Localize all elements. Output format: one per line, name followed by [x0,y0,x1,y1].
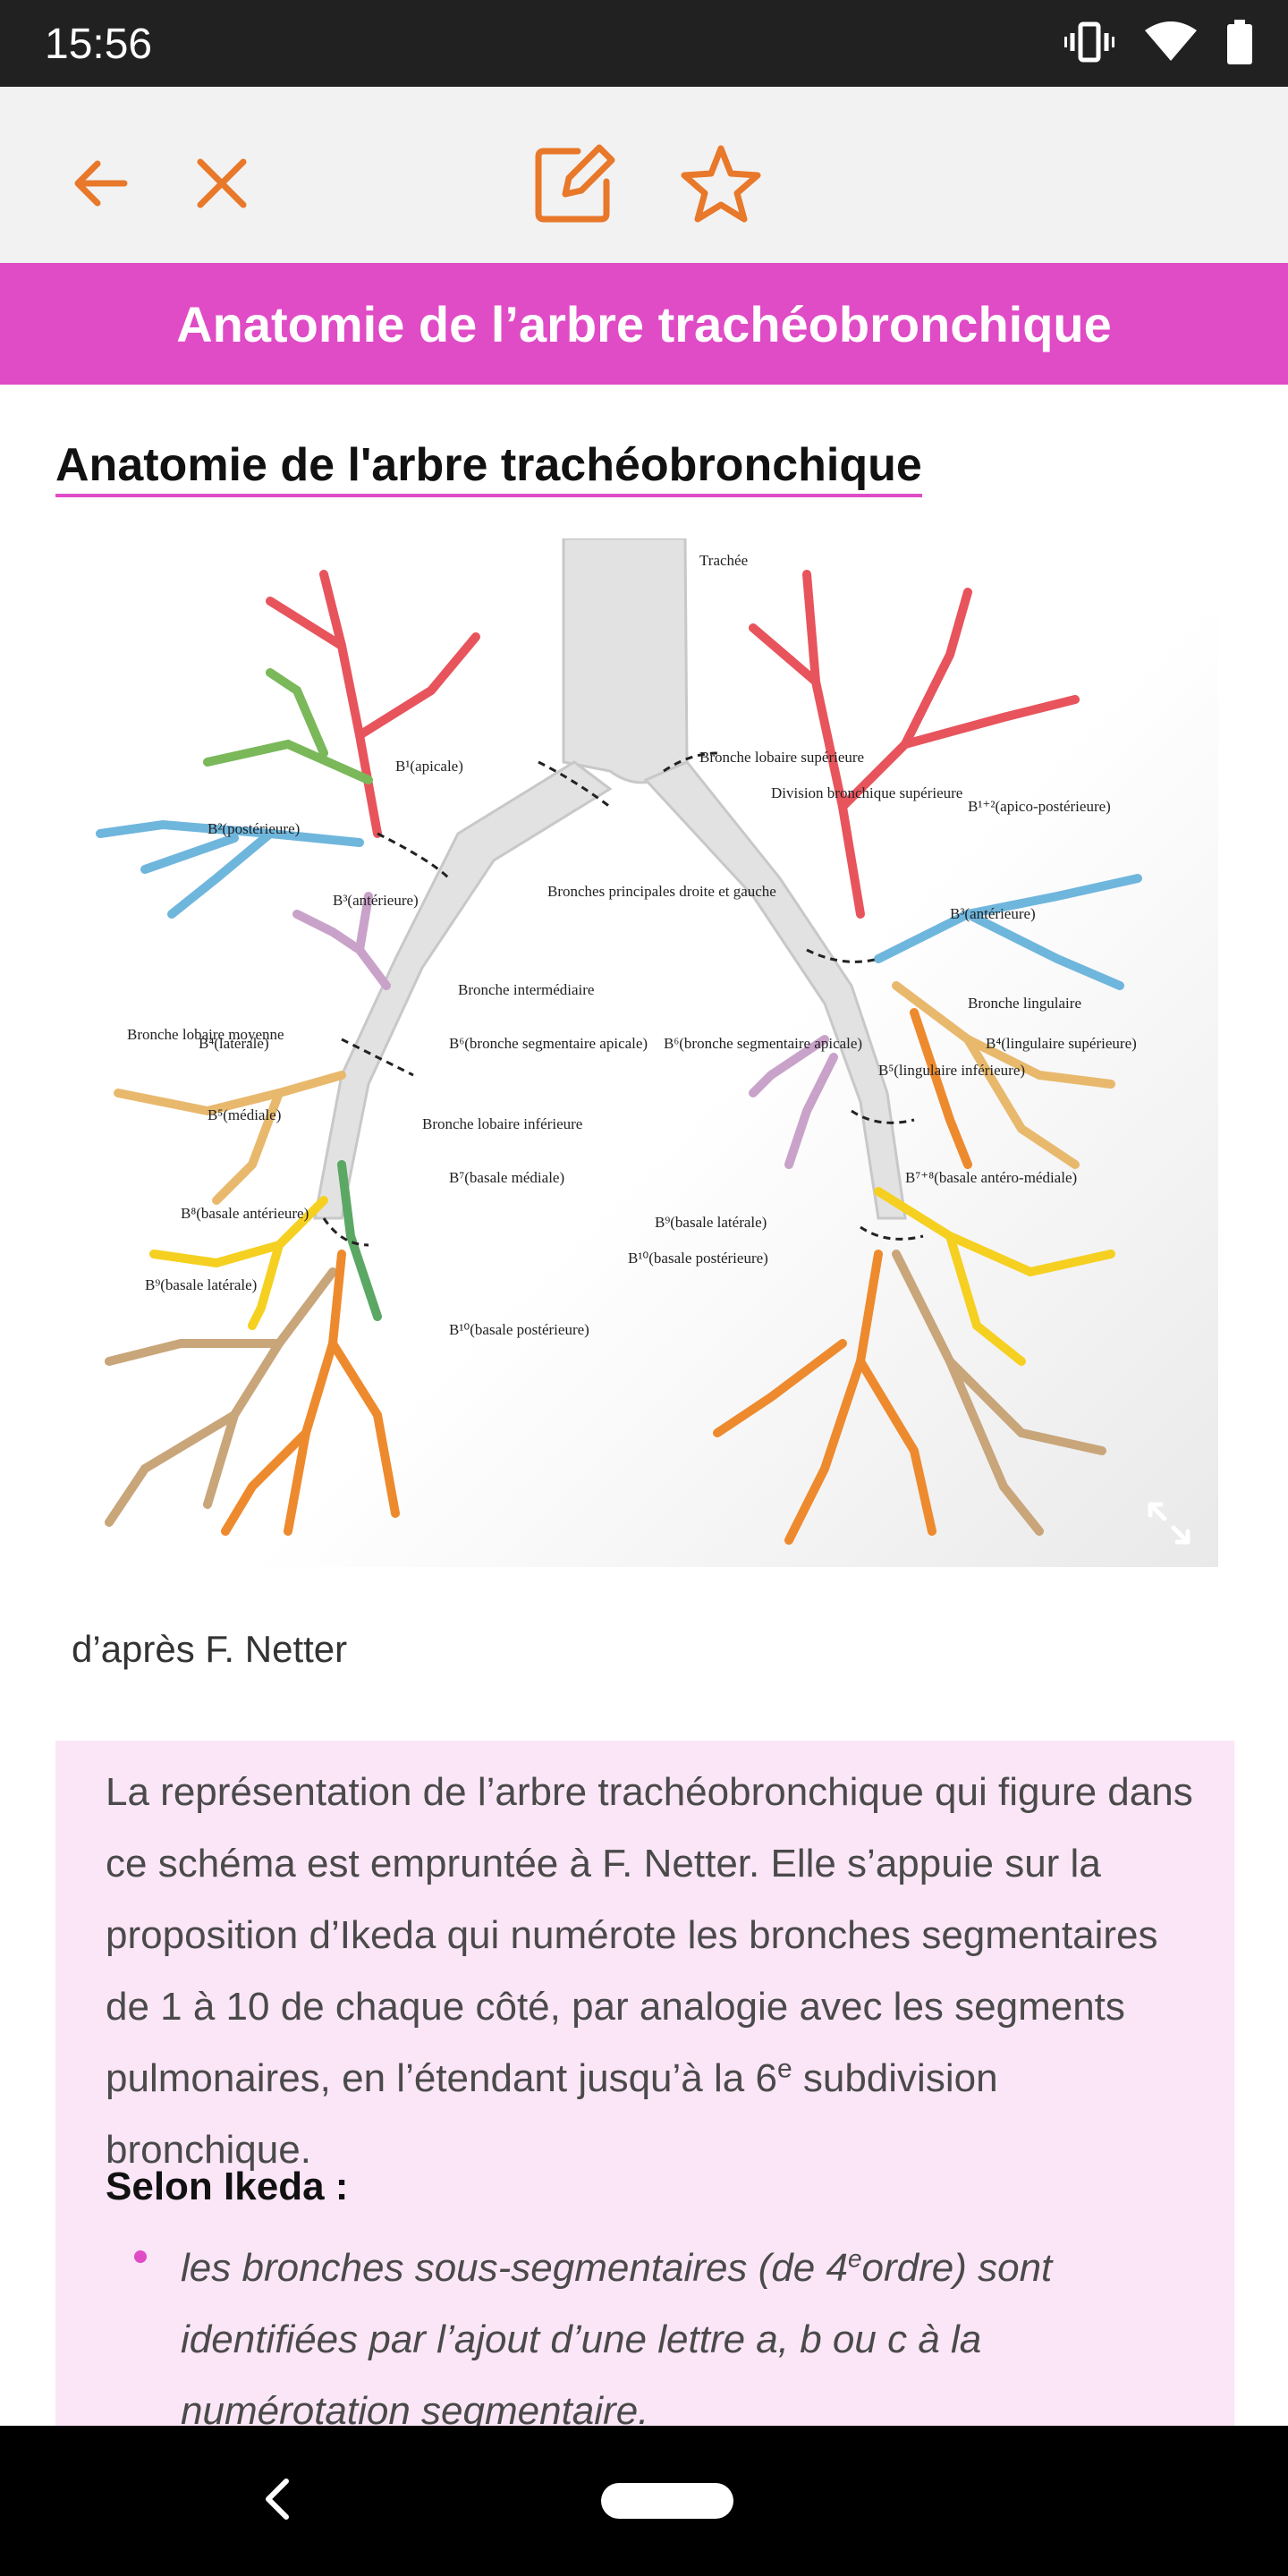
figure-label: Bronche lobaire inférieure [422,1115,582,1132]
figure-label: B³(antérieure) [950,905,1036,922]
figure-label: B⁸(basale antérieure) [181,1205,309,1222]
figure-label: Division bronchique supérieure [771,784,962,801]
arrow-left-icon [74,160,128,207]
figure-label: Bronches principales droite et gauche [547,883,776,900]
close-button[interactable] [177,139,267,228]
wifi-icon [1145,21,1197,61]
content-area[interactable]: Anatomie de l'arbre trachéobronchique [0,385,1288,2426]
note-text-2: subdivision bronchique. [106,2056,998,2172]
close-icon [197,158,247,208]
vibrate-icon [1064,21,1114,63]
navigation-bar [0,2426,1288,2576]
figure-label: B⁶(bronche segmentaire apicale) [449,1035,648,1052]
star-icon [681,145,761,223]
content-heading: Anatomie de l'arbre trachéobronchique [55,438,922,497]
note-text-1: La représentation de l’arbre trachéobron… [106,1770,1193,2100]
figure-label: B¹⁰(basale postérieure) [628,1250,768,1267]
figure-label: B¹⁺²(apico-postérieure) [968,798,1111,815]
note-strong-label: Selon Ikeda : [106,2165,349,2208]
nav-back-icon[interactable] [259,2474,295,2524]
bullet-sup: e [847,2244,862,2273]
figure-label: B³(antérieure) [333,892,419,909]
figure-label: Bronche lobaire supérieure [699,749,864,766]
info-note: La représentation de l’arbre trachéobron… [55,1741,1234,2426]
figure-label: B²(postérieure) [208,820,300,837]
bullet-dot [134,2250,147,2263]
figure-label: B⁹(basale latérale) [655,1214,767,1231]
bullet-text-1: les bronches sous-segmentaires (de 4 [181,2246,848,2290]
status-bar: 15:56 [0,0,1288,87]
bullet-text-2: ordre) sont identifiées par l’ajout d’un… [181,2246,1053,2426]
figure-label: B⁷(basale médiale) [449,1169,564,1186]
list-item: les bronches sous-segmentaires (de 4eord… [134,2233,1209,2426]
toolbar [0,87,1288,263]
figure-label: B⁶(bronche segmentaire apicale) [664,1035,862,1052]
figure-label: Bronche intermédiaire [458,981,594,998]
back-button[interactable] [55,139,145,228]
figure-label: Trachée [699,552,748,569]
page-title-bar: Anatomie de l’arbre trachéobronchique [0,263,1288,385]
nav-home-button[interactable] [601,2483,733,2519]
status-time: 15:56 [45,21,153,68]
figure-label: B⁴(latérale) [199,1035,269,1052]
figure-label: B⁷⁺⁸(basale antéro-médiale) [905,1169,1077,1186]
expand-icon[interactable] [1147,1501,1191,1546]
note-sup-1: e [776,2054,792,2084]
note-paragraph: La représentation de l’arbre trachéobron… [106,1757,1206,2186]
figure-label: B⁵(médiale) [208,1106,281,1123]
figure-label: B⁴(lingulaire supérieure) [986,1035,1137,1052]
figure-label: B⁵(lingulaire inférieure) [878,1062,1025,1079]
page-title: Anatomie de l’arbre trachéobronchique [176,295,1112,352]
edit-button[interactable] [530,139,619,228]
figure-label: B¹⁰(basale postérieure) [449,1321,589,1338]
status-icons [1064,20,1252,64]
battery-icon [1227,20,1252,64]
figure-label: B¹(apicale) [395,758,463,775]
figure-caption: d’après F. Netter [72,1628,348,1670]
favorite-button[interactable] [676,139,766,228]
edit-icon [535,144,615,223]
figure-label: B⁹(basale latérale) [145,1276,257,1293]
figure-label: Bronche lobaire moyenne [127,1026,284,1043]
figure-label: Bronche lingulaire [968,995,1081,1012]
